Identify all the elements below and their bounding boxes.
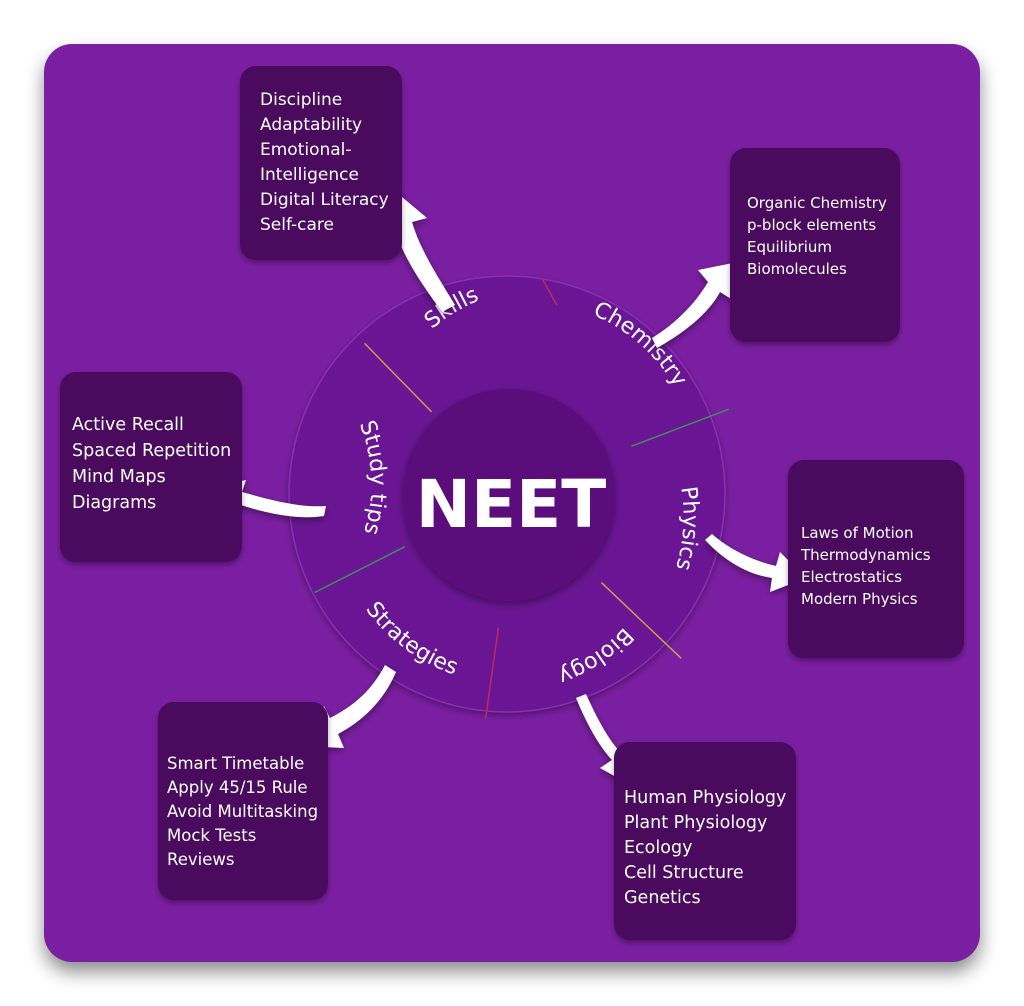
list-item: Cell Structure bbox=[624, 863, 744, 883]
list-item: Apply 45/15 Rule bbox=[167, 778, 308, 797]
divider-strategies-studytips bbox=[314, 546, 406, 594]
list-item: Discipline bbox=[260, 90, 343, 110]
skills-topics-box: Discipline Adaptability Emotional-Intell… bbox=[240, 66, 402, 260]
divider-skills-chemistry bbox=[542, 279, 558, 306]
list-item: Biomolecules bbox=[747, 260, 847, 278]
list-item: Modern Physics bbox=[801, 590, 918, 608]
list-item: Electrostatics bbox=[801, 568, 903, 586]
divider-biology-strategies bbox=[484, 627, 500, 720]
study-tips-topics-box: Active Recall Spaced Repetition Mind Map… bbox=[60, 372, 242, 562]
list-item: Mock Tests bbox=[167, 826, 257, 845]
arrow-to-physics bbox=[705, 534, 806, 592]
list-item: Active Recall bbox=[72, 415, 184, 435]
arrow-to-chemistry bbox=[652, 262, 738, 348]
list-item: Self-care bbox=[260, 215, 335, 235]
list-item: Ecology bbox=[624, 838, 693, 858]
list-item: Organic Chemistry bbox=[747, 194, 887, 212]
strategies-topics-box: Smart Timetable Apply 45/15 Rule Avoid M… bbox=[158, 702, 328, 900]
list-item: Thermodynamics bbox=[801, 546, 931, 564]
list-item: Diagrams bbox=[72, 493, 157, 513]
divider-studytips-skills bbox=[364, 342, 433, 413]
divider-physics-biology bbox=[600, 582, 682, 659]
list-item: Laws of Motion bbox=[801, 524, 914, 542]
list-item: p-block elements bbox=[747, 216, 877, 234]
outer-ring-edge bbox=[288, 275, 726, 713]
list-item: Emotional-Intelligence bbox=[260, 140, 359, 185]
chemistry-topics-box: Organic Chemistry p-block elements Equil… bbox=[730, 148, 900, 342]
center-circle bbox=[403, 389, 615, 601]
list-item: Reviews bbox=[167, 850, 235, 869]
list-item: Human Physiology bbox=[624, 788, 787, 808]
divider-chemistry-physics bbox=[631, 408, 730, 447]
physics-topics-box: Laws of Motion Thermodynamics Electrosta… bbox=[788, 460, 964, 658]
list-item: Mind Maps bbox=[72, 467, 166, 487]
list-item: Genetics bbox=[624, 888, 701, 908]
list-item: Equilibrium bbox=[747, 238, 832, 256]
list-item: Avoid Multitasking bbox=[167, 802, 319, 821]
list-item: Smart Timetable bbox=[167, 754, 305, 773]
list-item: Spaced Repetition bbox=[72, 441, 232, 461]
list-item: Plant Physiology bbox=[624, 813, 768, 833]
list-item: Adaptability bbox=[260, 115, 363, 135]
center-label: NEET bbox=[416, 466, 606, 543]
biology-topics-box: Human Physiology Plant Physiology Ecolog… bbox=[614, 742, 796, 940]
list-item: Digital Literacy bbox=[260, 190, 389, 210]
